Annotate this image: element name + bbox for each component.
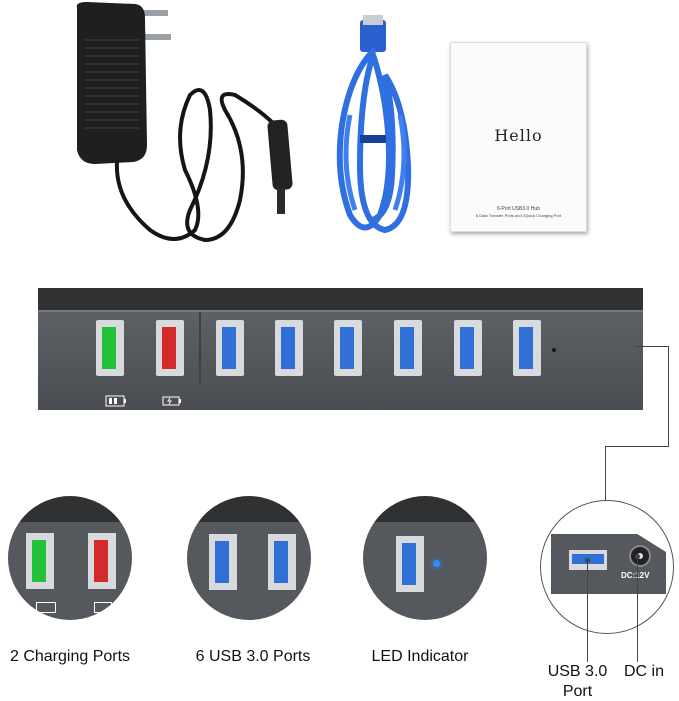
- manual-title: Hello: [494, 126, 543, 145]
- detail-circle-usb: [187, 496, 311, 620]
- usb-cable: [330, 15, 420, 245]
- detail-circle-charging: [8, 496, 132, 620]
- dc-label: DC:12V: [621, 571, 650, 580]
- hub-port-charge-green: [96, 320, 124, 376]
- led-glow: [433, 560, 440, 567]
- hub-usb-port: [394, 320, 422, 376]
- hub-usb-port: [216, 320, 244, 376]
- user-manual: Hello 6-Port USB3.0 Hub 6 Data Transfer …: [450, 42, 587, 232]
- led-indicator: [552, 348, 556, 352]
- caption-usb-port-1: USB 3.0: [547, 663, 608, 680]
- power-adapter-icon: [76, 2, 293, 243]
- caption-usb-port-2: Port: [562, 683, 593, 700]
- hub-usb-port: [275, 320, 303, 376]
- caption-charging-ports: 2 Charging Ports: [9, 648, 131, 665]
- hub-usb-port: [513, 320, 541, 376]
- manual-subtitle-2: 6 Data Transfer Ports and 2Quick Chargin…: [475, 213, 562, 218]
- detail-circle-led: [363, 496, 487, 620]
- manual-subtitle-1: 6-Port USB3.0 Hub: [497, 206, 540, 212]
- usb-cable-icon: [336, 15, 412, 234]
- battery-icon: [162, 396, 182, 406]
- caption-dc-in: DC in: [623, 663, 664, 680]
- hub-usb-port: [334, 320, 362, 376]
- detail-circle-side: DC:12V: [540, 500, 674, 634]
- power-adapter: [55, 0, 315, 250]
- qc-charge-icon: [105, 395, 127, 407]
- hub-usb-port: [454, 320, 482, 376]
- caption-led-indicator: LED Indicator: [371, 648, 469, 665]
- callout-line: [634, 346, 668, 347]
- caption-usb-ports: 6 USB 3.0 Ports: [195, 648, 311, 665]
- hub-port-charge-red: [156, 320, 184, 376]
